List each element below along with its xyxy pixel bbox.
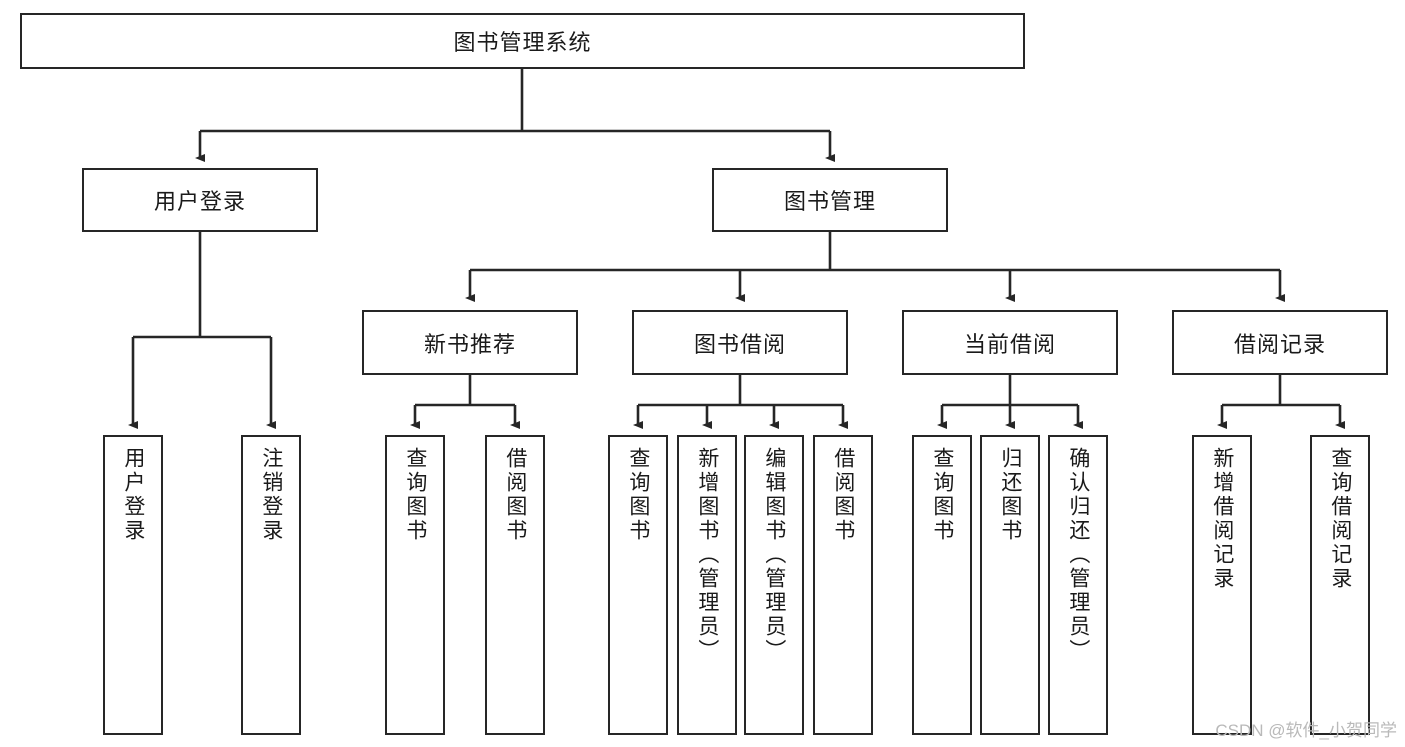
node-book-borrow-label: 图书借阅: [693, 331, 786, 357]
node-leaf-user-login[interactable]: 用户登录: [103, 435, 163, 735]
node-leaf-query-book-1-label: 查询图书: [403, 447, 427, 543]
node-leaf-borrow-book-1[interactable]: 借阅图书: [485, 435, 545, 735]
node-leaf-user-logout-label: 注销登录: [259, 447, 283, 543]
node-user-login[interactable]: 用户登录: [82, 168, 318, 232]
node-leaf-return-book-label: 归还图书: [998, 447, 1022, 543]
node-leaf-confirm-return-label: 确认归还（管理员）: [1066, 447, 1090, 663]
node-leaf-borrow-book-1-label: 借阅图书: [503, 447, 527, 543]
node-leaf-edit-book-label: 编辑图书（管理员）: [762, 447, 786, 663]
node-leaf-confirm-return[interactable]: 确认归还（管理员）: [1048, 435, 1108, 735]
node-leaf-query-book-2-label: 查询图书: [626, 447, 650, 543]
node-leaf-borrow-book-2[interactable]: 借阅图书: [813, 435, 873, 735]
node-new-book-recommend-label: 新书推荐: [423, 331, 516, 357]
node-leaf-user-login-label: 用户登录: [121, 447, 145, 543]
node-borrow-record[interactable]: 借阅记录: [1172, 310, 1388, 375]
watermark-text: CSDN @软件_小贺同学: [1215, 721, 1397, 740]
node-current-borrow-label: 当前借阅: [963, 331, 1056, 357]
node-current-borrow[interactable]: 当前借阅: [902, 310, 1118, 375]
node-leaf-add-record-label: 新增借阅记录: [1210, 447, 1234, 591]
node-leaf-return-book[interactable]: 归还图书: [980, 435, 1040, 735]
node-leaf-edit-book[interactable]: 编辑图书（管理员）: [744, 435, 804, 735]
node-leaf-query-book-1[interactable]: 查询图书: [385, 435, 445, 735]
node-leaf-query-record[interactable]: 查询借阅记录: [1310, 435, 1370, 735]
node-leaf-query-record-label: 查询借阅记录: [1328, 447, 1352, 591]
node-borrow-record-label: 借阅记录: [1233, 331, 1326, 357]
node-leaf-add-book-label: 新增图书（管理员）: [695, 447, 719, 663]
node-leaf-add-book[interactable]: 新增图书（管理员）: [677, 435, 737, 735]
node-leaf-query-book-3-label: 查询图书: [930, 447, 954, 543]
node-root-label: 图书管理系统: [453, 30, 592, 55]
node-leaf-borrow-book-2-label: 借阅图书: [831, 447, 855, 543]
node-leaf-user-logout[interactable]: 注销登录: [241, 435, 301, 735]
node-book-borrow[interactable]: 图书借阅: [632, 310, 848, 375]
node-root[interactable]: 图书管理系统: [20, 13, 1025, 69]
node-book-management-label: 图书管理: [783, 189, 876, 214]
node-new-book-recommend[interactable]: 新书推荐: [362, 310, 578, 375]
node-leaf-query-book-3[interactable]: 查询图书: [912, 435, 972, 735]
node-book-management[interactable]: 图书管理: [712, 168, 948, 232]
node-leaf-add-record[interactable]: 新增借阅记录: [1192, 435, 1252, 735]
node-leaf-query-book-2[interactable]: 查询图书: [608, 435, 668, 735]
node-user-login-label: 用户登录: [153, 189, 246, 214]
